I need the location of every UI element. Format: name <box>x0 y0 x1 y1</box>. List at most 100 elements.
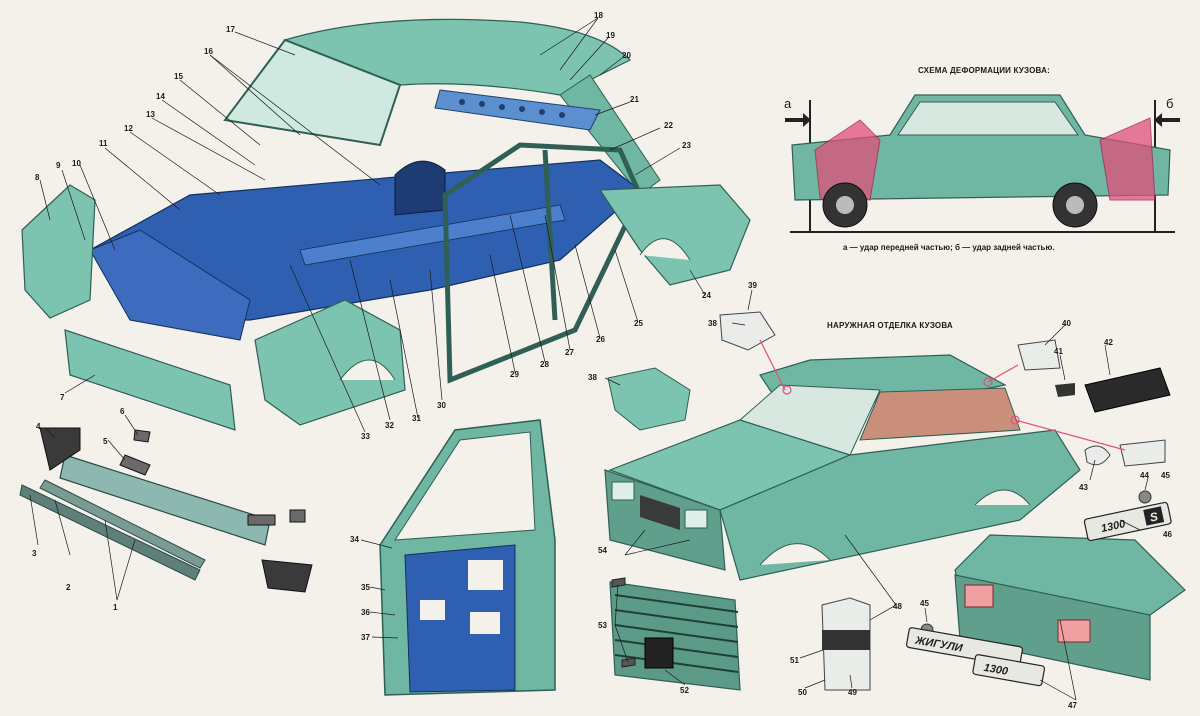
callout-52: 52 <box>680 686 689 695</box>
body-shell <box>21 18 751 431</box>
door-cutout-3 <box>468 560 503 590</box>
callout-28: 28 <box>540 360 549 369</box>
callout-53: 53 <box>598 621 607 630</box>
scheme-front-deformation <box>814 119 881 201</box>
callout-38b: 38 <box>588 373 597 382</box>
callout-27: 27 <box>565 348 574 357</box>
front-wing-left <box>21 184 96 319</box>
callout-21: 21 <box>630 95 639 104</box>
callout-22: 22 <box>664 121 673 130</box>
callout-11: 11 <box>99 139 108 148</box>
door-cutout-1 <box>420 600 445 620</box>
callout-17: 17 <box>226 25 235 34</box>
clip-38b <box>719 311 776 351</box>
badge-zhiguli: ЖИГУЛИ 1300 <box>906 627 1046 687</box>
tail-light-right <box>1057 619 1091 643</box>
car-front-arch <box>759 543 831 566</box>
callout-30: 30 <box>437 401 446 410</box>
callout-46: 46 <box>1163 530 1172 539</box>
callout-32: 32 <box>385 421 394 430</box>
car-rear-arch <box>974 489 1031 506</box>
trunk-rear-panel <box>954 574 1151 681</box>
clip-43 <box>1084 445 1111 466</box>
callout-4: 4 <box>36 422 41 431</box>
callout-6: 6 <box>120 407 125 416</box>
door-assembly <box>379 419 556 696</box>
rear-wheel-house <box>394 160 446 216</box>
callout-19: 19 <box>606 31 615 40</box>
scheme-car-windows <box>897 101 1079 136</box>
bumper-bracket-small <box>133 429 151 443</box>
bumper-parts <box>19 427 313 593</box>
callout-42: 42 <box>1104 338 1113 347</box>
callout-15: 15 <box>174 72 183 81</box>
badge-zhiguli-model-plate <box>972 654 1046 687</box>
callout-47: 47 <box>1068 701 1077 710</box>
b-pillar <box>542 149 558 321</box>
badge-1300-text: 1300 <box>1100 518 1127 535</box>
bumper-strip-1 <box>19 484 201 581</box>
scheme-title: СХЕМА ДЕФОРМАЦИИ КУЗОВА: <box>918 66 1050 75</box>
scheme-arrow-left <box>785 113 811 127</box>
engine-bay-panel <box>89 229 251 341</box>
car-side <box>719 429 1081 581</box>
trim-parts <box>607 311 1171 691</box>
floor-tunnel <box>299 204 566 266</box>
callout-13: 13 <box>146 110 155 119</box>
callout-25: 25 <box>634 319 643 328</box>
bumper-bolt-pair <box>247 509 306 526</box>
callout-34: 34 <box>350 535 359 544</box>
car-grille <box>640 495 680 530</box>
rear-wing-arch <box>639 238 691 261</box>
scheme-wheel-front-hub <box>836 196 854 214</box>
nut-45a <box>1138 490 1152 504</box>
trunk-assembly <box>954 534 1186 681</box>
front-wing-arch <box>339 359 396 381</box>
callout-49: 49 <box>848 688 857 697</box>
side-emblem-band <box>822 630 870 650</box>
rear-pillar <box>559 74 661 196</box>
clip-40 <box>1017 339 1061 371</box>
callout-26: 26 <box>596 335 605 344</box>
grille-emblem <box>644 637 674 669</box>
badge-s-box <box>1143 506 1165 526</box>
callout-7: 7 <box>60 393 65 402</box>
scheme-arrow-right <box>1154 113 1180 127</box>
deformation-scheme <box>785 94 1180 233</box>
bumper-bar <box>59 454 271 546</box>
callout-33: 33 <box>361 432 370 441</box>
badge-zhiguli-model-text: 1300 <box>983 662 1010 678</box>
callout-1: 1 <box>113 603 118 612</box>
leader-lines <box>29 17 1149 701</box>
roof-panel <box>283 18 632 96</box>
car-side-windows <box>859 387 1021 441</box>
callout-36: 36 <box>361 608 370 617</box>
callout-18: 18 <box>594 11 603 20</box>
scheme-label-b: б <box>1166 96 1174 111</box>
front-wing-right <box>254 299 406 426</box>
callout-44: 44 <box>1140 471 1149 480</box>
bumper-end-right <box>261 559 313 593</box>
windshield-frame <box>223 38 402 147</box>
callout-40: 40 <box>1062 319 1071 328</box>
scheme-label-a: а <box>784 96 792 111</box>
car-headlight-left <box>611 481 635 501</box>
shelf-holes <box>459 99 565 118</box>
tail-light-left <box>964 584 994 608</box>
badge-1300s: 1300 S <box>1083 501 1172 542</box>
rear-grille <box>609 581 741 691</box>
scheme-wheel-rear-hub <box>1066 196 1084 214</box>
callout-37: 37 <box>361 633 370 642</box>
callout-39: 39 <box>748 281 757 290</box>
callout-29: 29 <box>510 370 519 379</box>
callout-10: 10 <box>72 159 81 168</box>
callout-51: 51 <box>790 656 799 665</box>
trim-cap <box>1119 439 1166 467</box>
callout-24: 24 <box>702 291 711 300</box>
callout-16: 16 <box>204 47 213 56</box>
callout-45b: 45 <box>920 599 929 608</box>
door-cutout-2 <box>470 612 500 634</box>
callout-5: 5 <box>103 437 108 446</box>
